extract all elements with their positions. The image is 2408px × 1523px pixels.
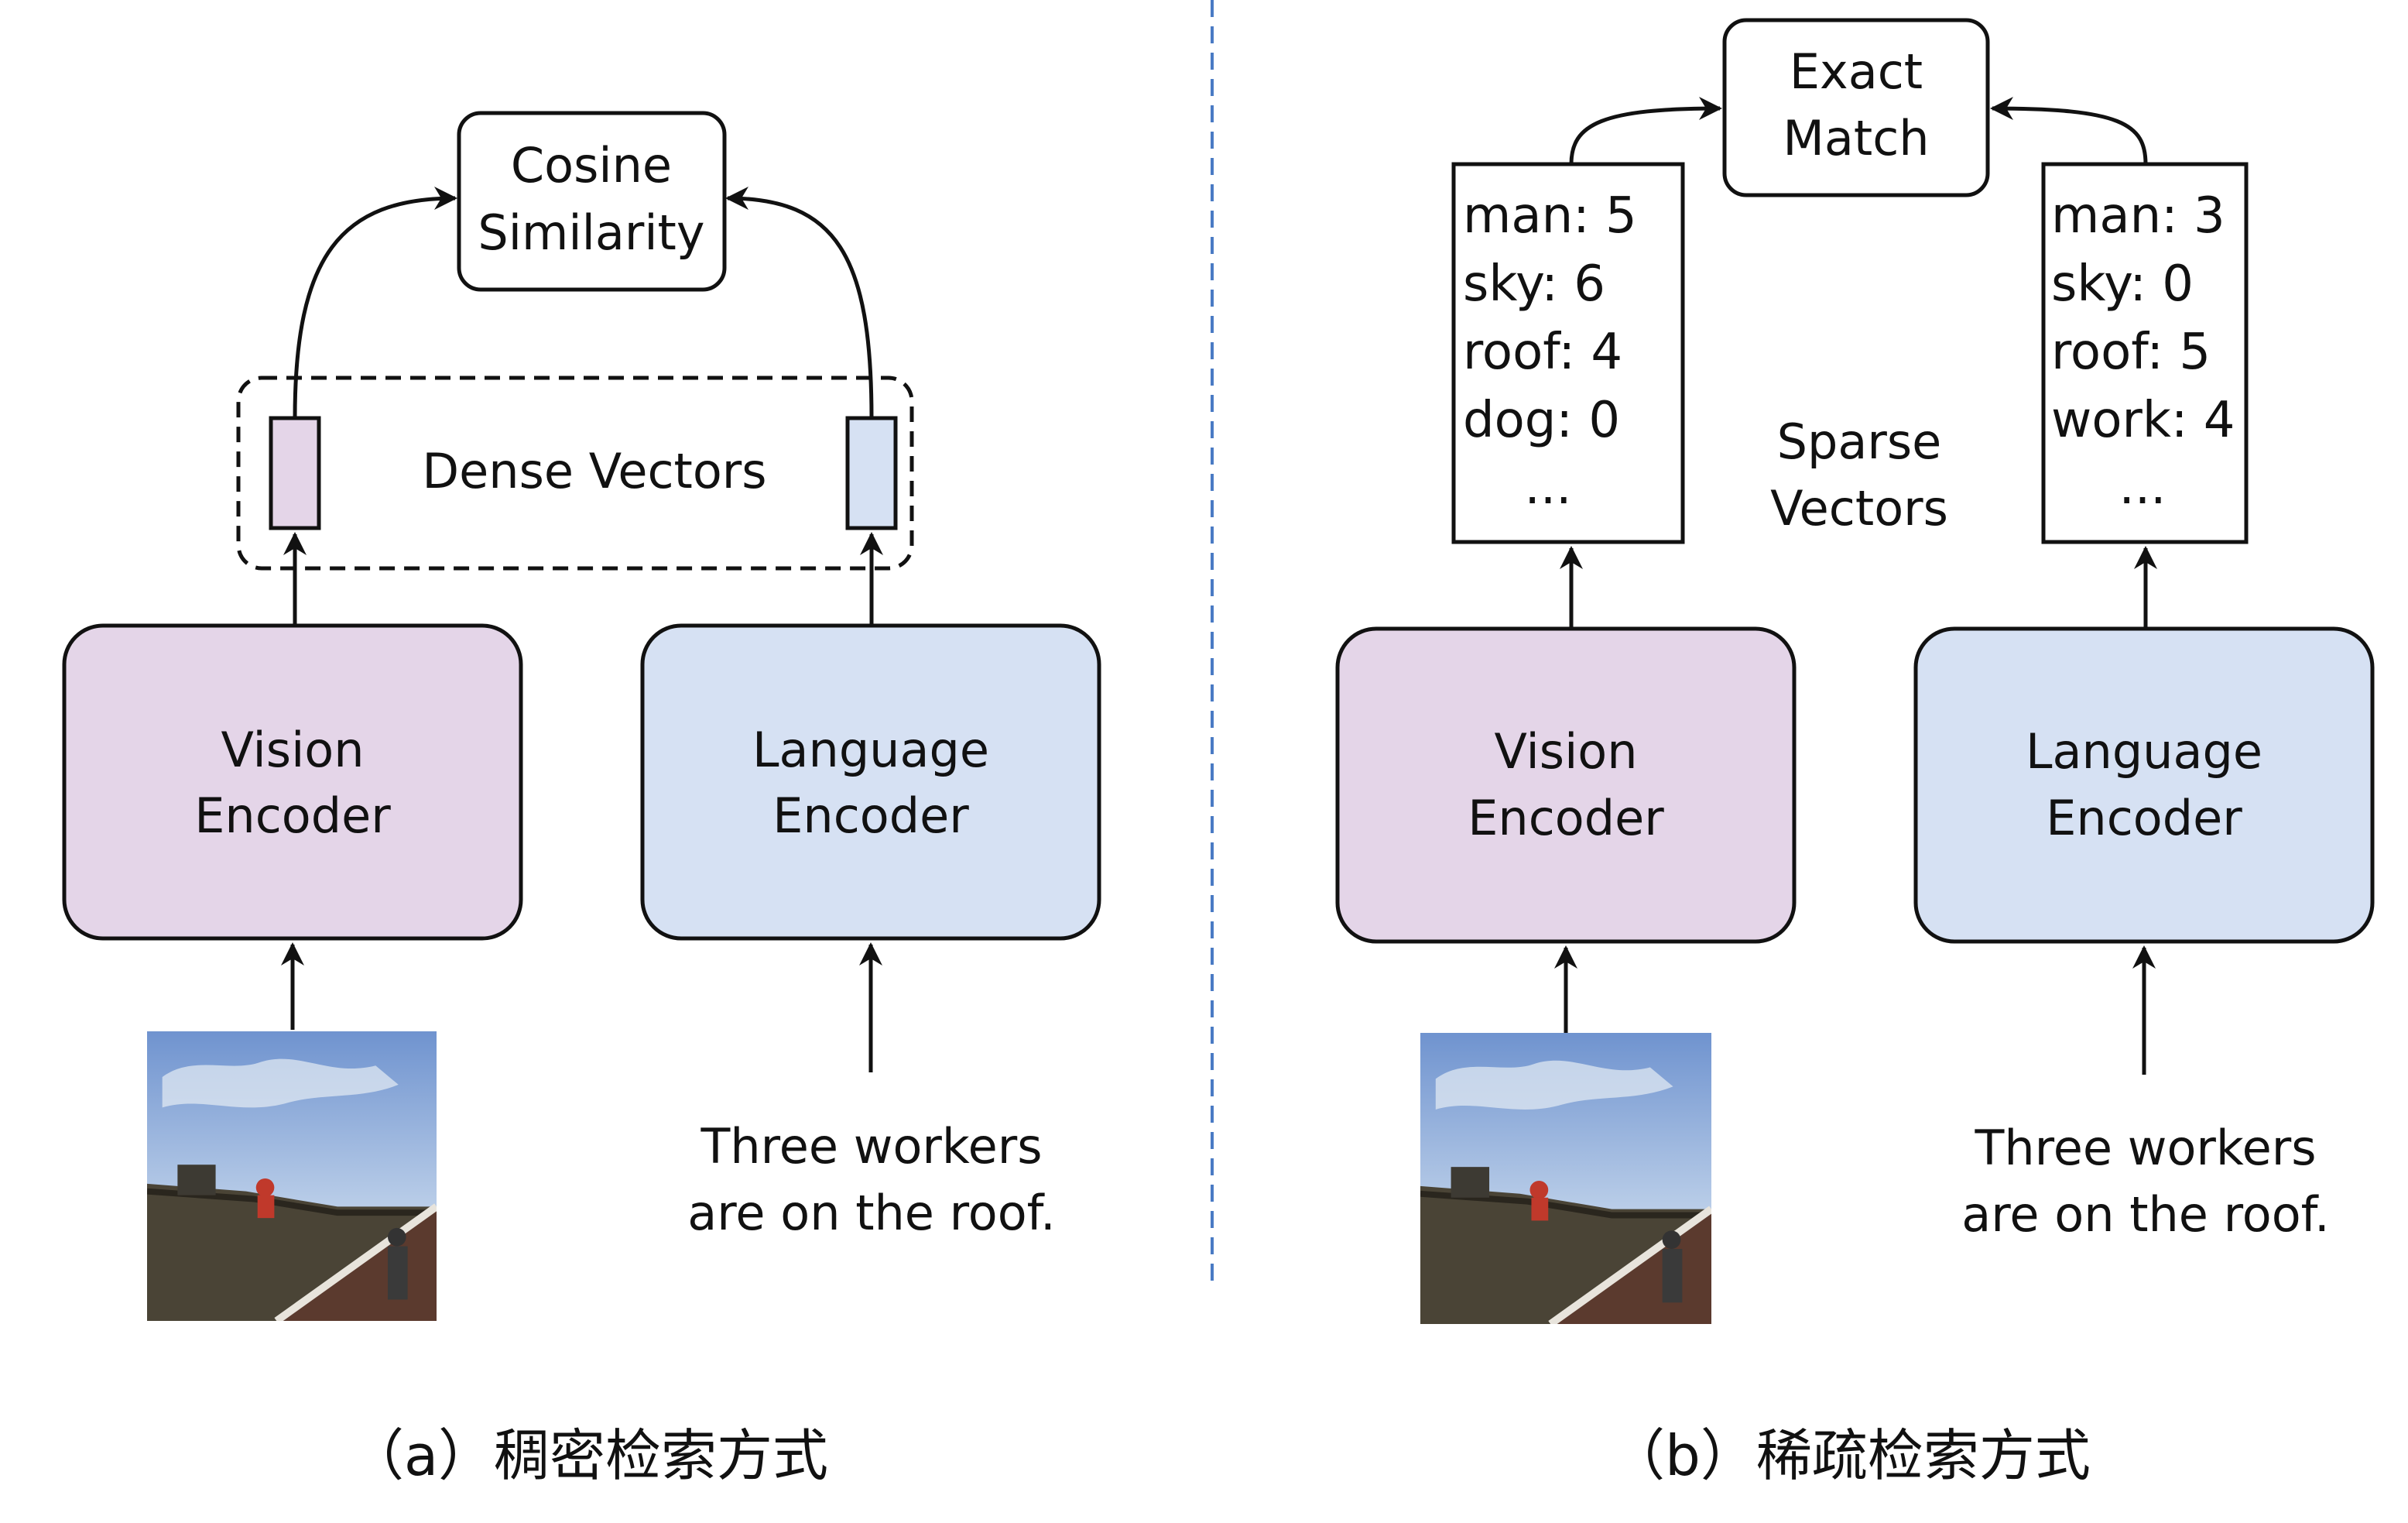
cosine-similarity-label-1: Cosine (511, 137, 672, 194)
vision-encoder-label-2: Encoder (194, 787, 391, 844)
language-encoder-label-b-2: Encoder (2046, 790, 2242, 846)
image-vector-entry-roof: roof: 4 (1463, 324, 1622, 381)
input-caption-b-line-2: are on the roof. (1961, 1186, 2329, 1243)
image-vector-entry-dog: dog: 0 (1463, 392, 1620, 449)
exact-match-box (1722, 18, 1990, 197)
sparse-vectors-label-1: Sparse (1777, 413, 1942, 470)
text-sparse-vector-box (2041, 162, 2249, 544)
language-encoder-label-b-1: Language (2026, 723, 2262, 780)
language-encoder-box (640, 623, 1101, 941)
dense-vectors-label: Dense Vectors (422, 443, 766, 499)
vision-encoder-box-b (1335, 626, 1797, 944)
image-vector-entry-sky: sky: 6 (1463, 256, 1605, 313)
image-vector-ellipsis: ... (1524, 458, 1571, 516)
image-dense-vector (269, 416, 321, 530)
dense-retrieval-panel: Cosine Similarity Dense Vectors Vision E… (62, 111, 1101, 1488)
input-caption-line-1: Three workers (700, 1118, 1042, 1175)
language-encoder-box-b (1913, 626, 2375, 944)
text-vector-entry-sky: sky: 0 (2051, 256, 2194, 313)
vision-encoder-label-b-1: Vision (1494, 723, 1637, 780)
panel-caption-b: （b）稀疏检索方式 (1609, 1423, 2091, 1488)
text-vector-entry-man: man: 3 (2051, 187, 2225, 245)
sparse-vectors-label-2: Vectors (1770, 480, 1948, 537)
input-caption-line-2: are on the roof. (687, 1185, 1055, 1241)
text-vector-entry-roof: roof: 5 (2051, 324, 2211, 381)
panel-caption-a: （a）稠密检索方式 (348, 1423, 828, 1488)
image-to-similarity-arrow (293, 187, 457, 419)
language-encoder-label-2: Encoder (772, 787, 969, 844)
vision-encoder-box (62, 623, 523, 941)
image-vector-to-match-arrow (1569, 97, 1722, 165)
text-vector-entry-work: work: 4 (2051, 392, 2235, 449)
input-caption-b-line-1: Three workers (1974, 1120, 2316, 1176)
cosine-similarity-label-2: Similarity (478, 204, 704, 261)
sparse-retrieval-panel: Exact Match man: 5 sky: 6 roof: 4 dog: 0… (1335, 18, 2375, 1488)
exact-match-label-2: Match (1783, 110, 1929, 166)
image-vector-entry-man: man: 5 (1463, 187, 1637, 245)
vision-encoder-label-b-2: Encoder (1468, 790, 1664, 846)
input-photo (147, 1031, 437, 1321)
image-sparse-vector-box (1451, 162, 1685, 544)
vision-encoder-label-1: Vision (221, 722, 364, 778)
text-dense-vector (845, 416, 898, 530)
text-vector-to-match-arrow (1990, 97, 2148, 165)
text-to-similarity-arrow (725, 187, 874, 419)
text-vector-ellipsis: ... (2119, 458, 2166, 516)
cosine-similarity-box (457, 111, 727, 292)
input-photo-b (1420, 1033, 1711, 1324)
exact-match-label-1: Exact (1790, 43, 1923, 100)
language-encoder-label-1: Language (752, 722, 989, 778)
